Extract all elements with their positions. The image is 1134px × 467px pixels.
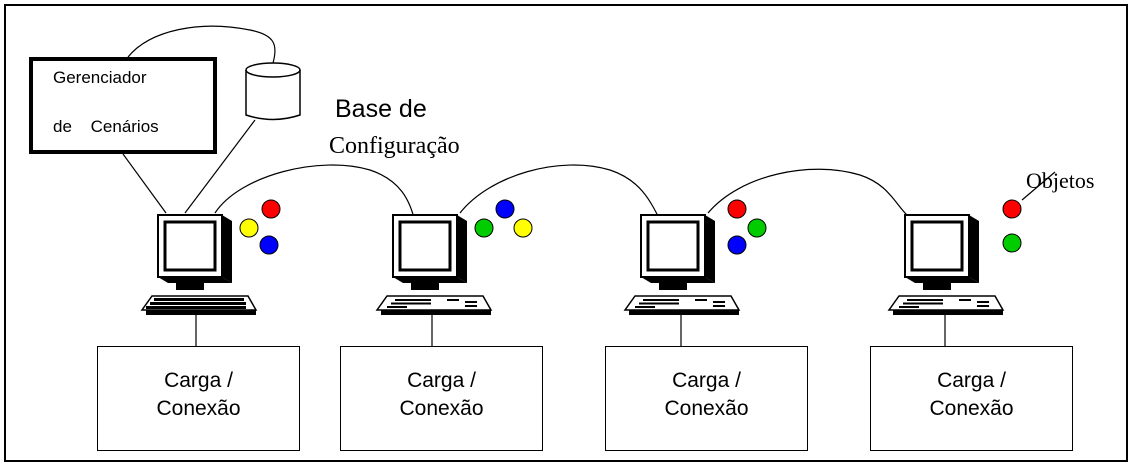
cable-database-computer [184, 119, 256, 214]
object-blue [495, 199, 515, 219]
load-connection-box: Carga / Conexão [340, 346, 543, 451]
object-red [261, 199, 281, 219]
object-red [727, 199, 747, 219]
scenario-manager-label-line1: Gerenciador [53, 68, 147, 87]
cable-pc1-pc2 [214, 164, 416, 223]
load-box-line1: Carga / [164, 369, 233, 392]
computer-icon [887, 213, 1005, 317]
load-box-line1: Carga / [937, 369, 1006, 392]
object-yellow [239, 218, 259, 238]
load-box-line2: Conexão [399, 397, 484, 420]
cable-pc2-pc3 [459, 164, 662, 223]
object-yellow [513, 218, 533, 238]
object-green [747, 218, 767, 238]
object-green [474, 218, 494, 238]
load-connection-box: Carga / Conexão [97, 346, 300, 451]
load-connection-box: Carga / Conexão [605, 346, 808, 451]
object-blue [727, 235, 747, 255]
config-base-label-line2: Configuração [329, 133, 460, 159]
scenario-manager-label-line2: de Cenários [53, 117, 159, 136]
load-box-line1: Carga / [407, 369, 476, 392]
load-box-line2: Conexão [664, 397, 749, 420]
load-connection-box: Carga / Conexão [870, 346, 1073, 451]
scenario-manager-box [29, 57, 217, 154]
cable-manager-computer [122, 153, 167, 214]
database-cylinder-body [245, 70, 301, 121]
computer-icon [623, 213, 741, 317]
object-green [1002, 233, 1022, 253]
database-cylinder-top [245, 62, 301, 78]
computer-icon [140, 213, 258, 317]
config-base-label-line1: Base de [335, 95, 427, 123]
load-box-line2: Conexão [156, 397, 241, 420]
load-box-line2: Conexão [929, 397, 1014, 420]
object-red [1002, 199, 1022, 219]
pointer-objetos [1021, 171, 1056, 201]
object-blue [259, 235, 279, 255]
cable-manager-database [127, 25, 276, 64]
cable-pc3-pc4 [707, 168, 911, 219]
load-box-line1: Carga / [672, 369, 741, 392]
computer-icon [375, 213, 493, 317]
objects-label: Objetos [1026, 168, 1095, 193]
